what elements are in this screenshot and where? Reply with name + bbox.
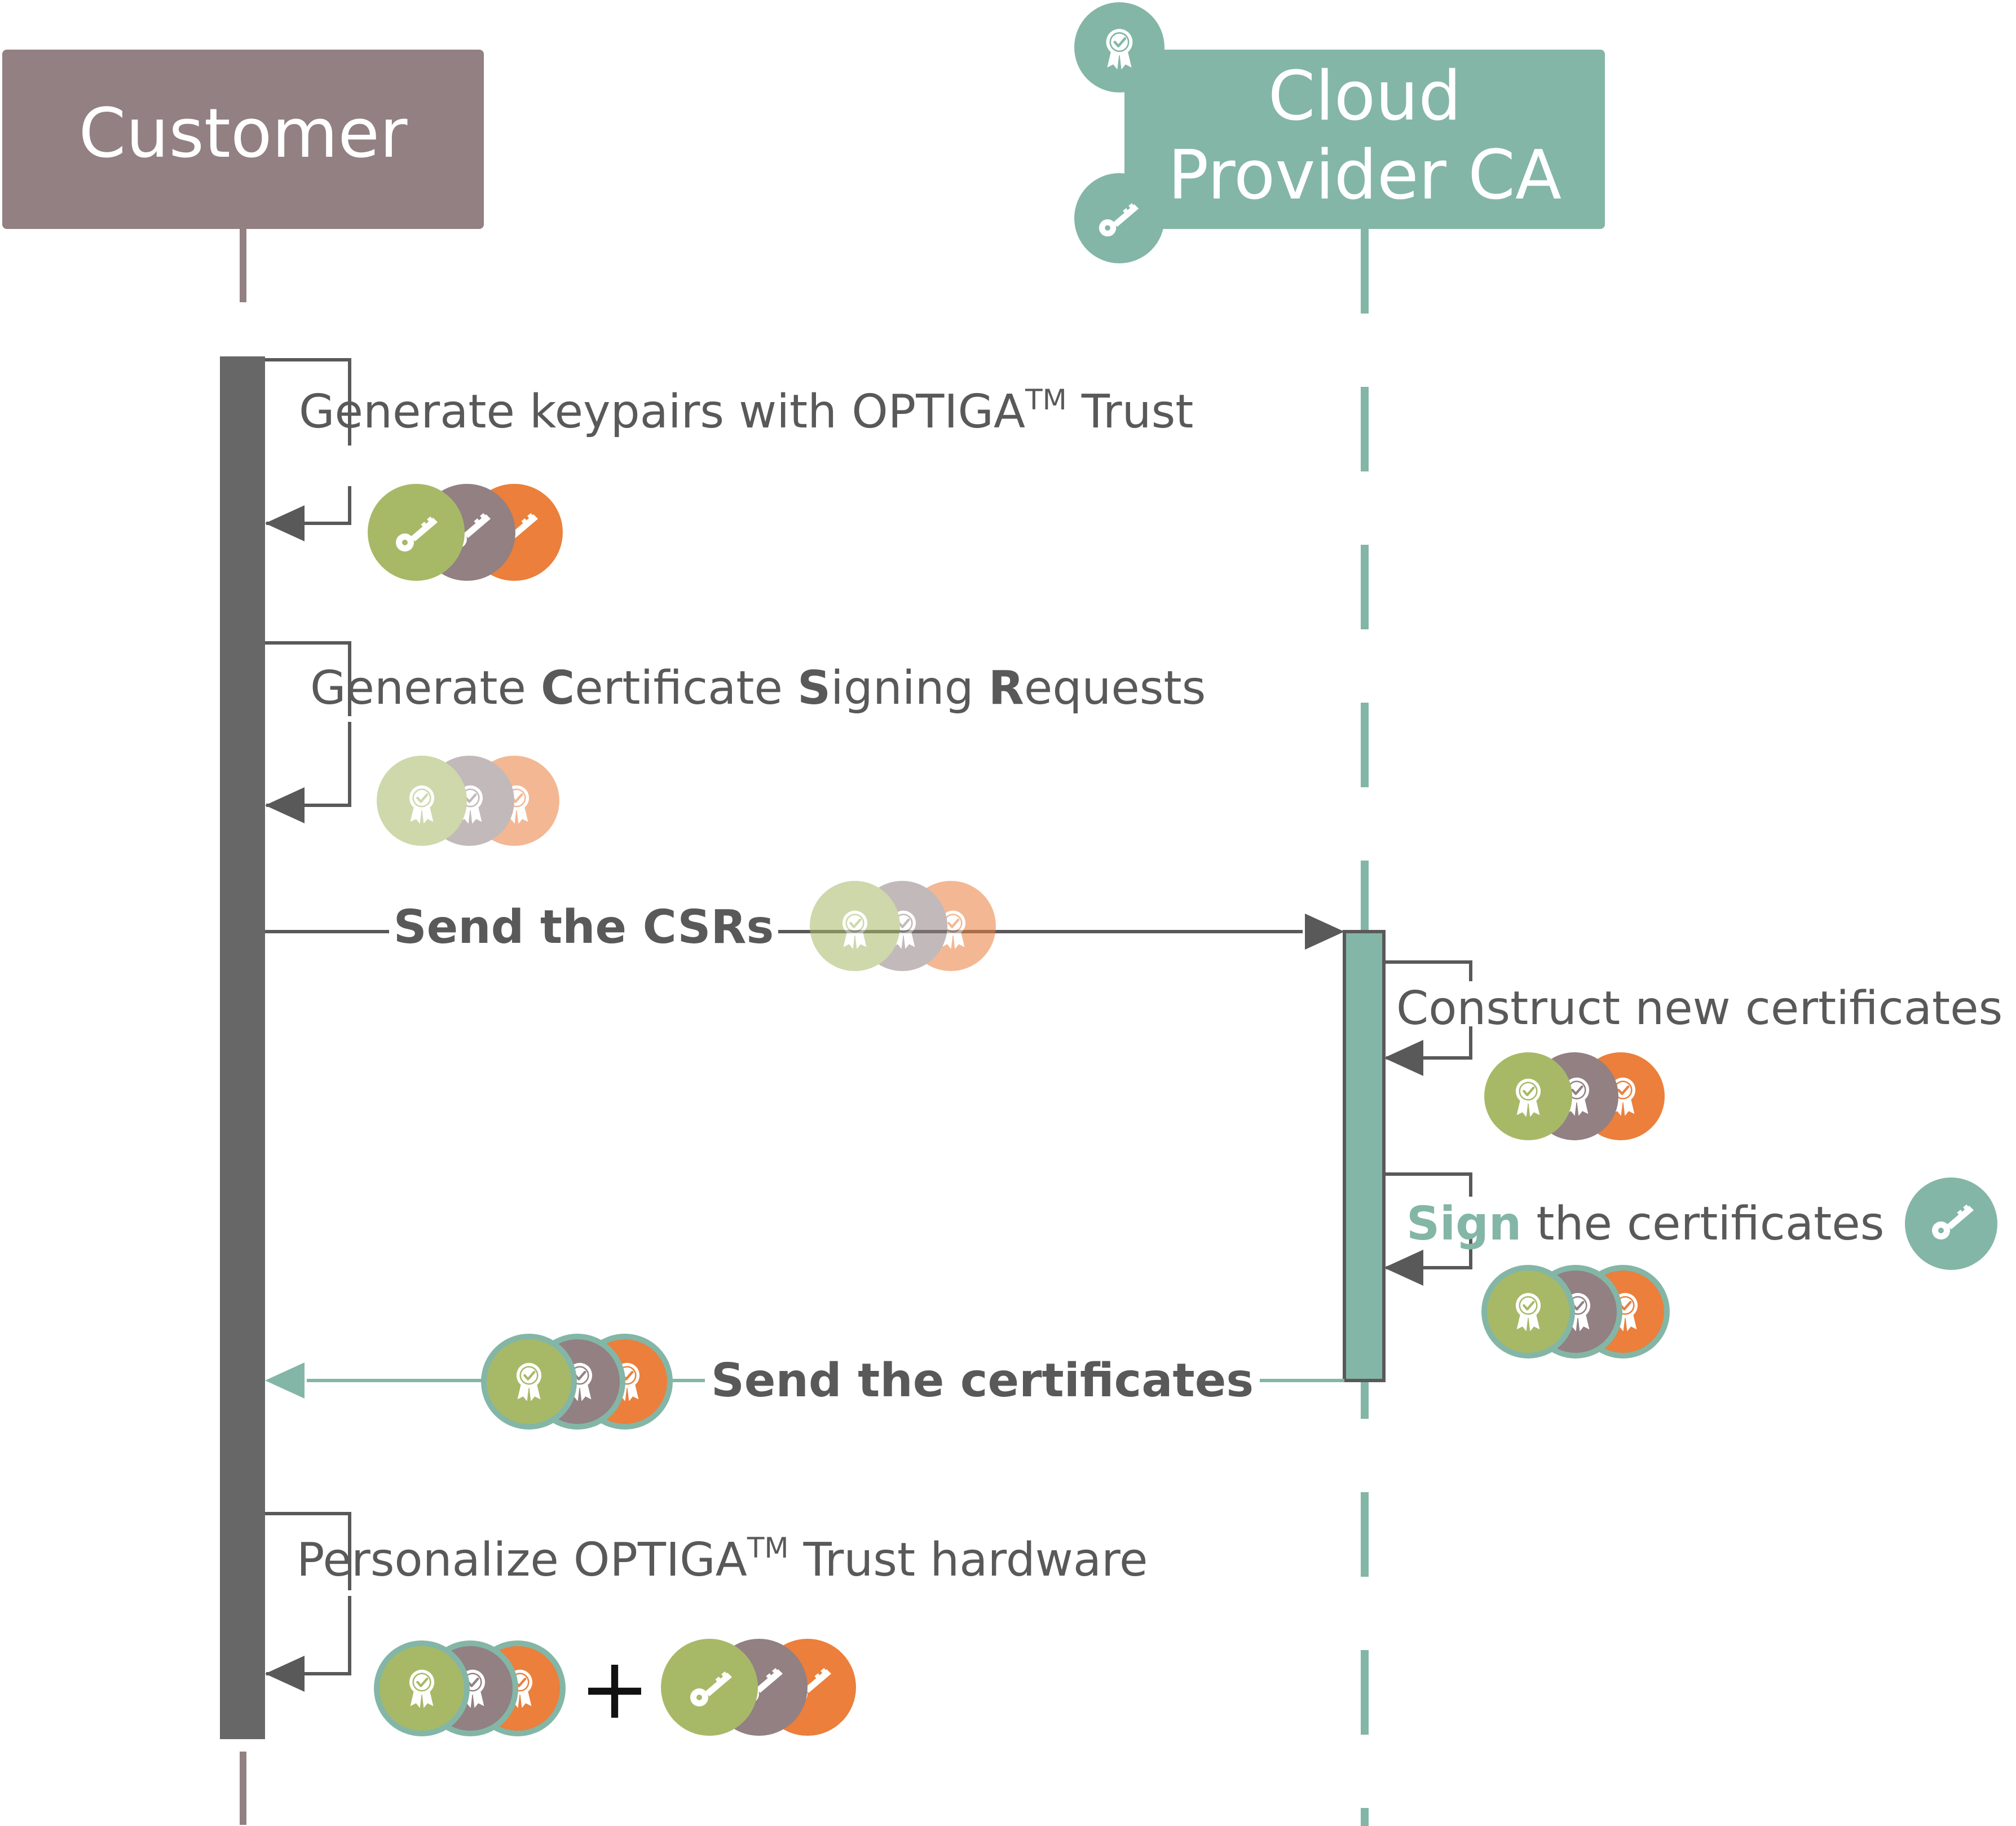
personalized-keypair-icon-group bbox=[661, 1639, 856, 1736]
message-send-csrs: Send the CSRs bbox=[265, 881, 1344, 971]
step-personalize: Personalize OPTIGATM Trust hardware + bbox=[265, 1512, 1148, 1738]
step-generate-keypairs: Generate keypairs with OPTIGATM Trust bbox=[265, 358, 1193, 581]
actor-cloud-ca-label-line2: Provider CA bbox=[1168, 136, 1561, 215]
actor-customer-label: Customer bbox=[79, 95, 408, 173]
keypair-icon-group bbox=[368, 484, 563, 581]
personalized-certificate-icon-group bbox=[374, 1640, 566, 1736]
step-generate-csr-label: Generate Certificate Signing Requests bbox=[310, 661, 1206, 715]
plus-sign: + bbox=[579, 1640, 650, 1738]
customer-activation-bar bbox=[220, 356, 265, 1739]
actor-cloud-ca-label-line1: Cloud bbox=[1268, 58, 1462, 136]
signed-certificate-icon-group bbox=[1481, 1265, 1670, 1359]
step-construct-certificates-label: Construct new certificates bbox=[1396, 982, 2002, 1035]
cloud-ca-activation-bar bbox=[1343, 930, 1386, 1382]
csr-message-icon-group bbox=[810, 881, 996, 971]
step-generate-csr: Generate Certificate Signing Requests bbox=[265, 641, 1206, 846]
step-personalize-label: Personalize OPTIGATM Trust hardware bbox=[297, 1532, 1148, 1587]
actor-customer: Customer bbox=[2, 50, 484, 229]
message-send-certificates-label: Send the certificates bbox=[711, 1354, 1254, 1408]
step-construct-certificates: Construct new certificates bbox=[1384, 960, 2002, 1140]
new-certificate-icon-group bbox=[1484, 1052, 1665, 1140]
step-sign-certificates: Sign the certificates bbox=[1384, 1172, 1997, 1359]
certificate-message-icon-group bbox=[481, 1334, 673, 1430]
step-sign-certificates-label: Sign the certificates bbox=[1406, 1197, 1884, 1251]
actor-cloud-ca: Cloud Provider CA bbox=[1074, 2, 1605, 263]
message-send-csrs-label: Send the CSRs bbox=[394, 901, 774, 954]
step-generate-keypairs-label: Generate keypairs with OPTIGATM Trust bbox=[299, 383, 1193, 439]
message-send-certificates: Send the certificates bbox=[265, 1334, 1344, 1430]
csr-icon-group bbox=[377, 756, 559, 846]
